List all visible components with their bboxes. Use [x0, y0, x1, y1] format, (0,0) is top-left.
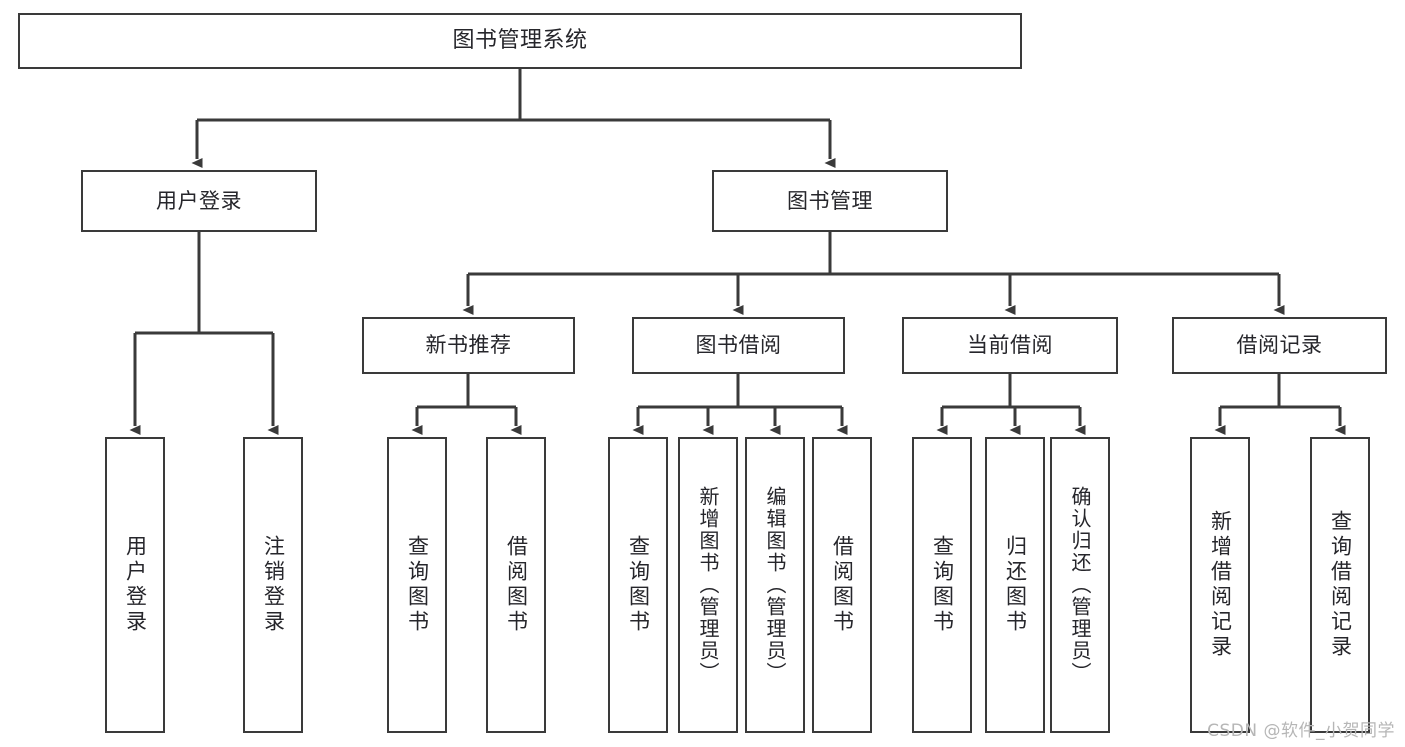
node-new-book-rec-label: 新书推荐: [425, 333, 512, 358]
leaf-query-book-label: 查询图书: [626, 535, 651, 635]
node-user-login-label: 用户登录: [156, 188, 242, 213]
leaf-add-borrow-record[interactable]: 新增借阅记录: [1190, 437, 1250, 733]
leaf-query-book-cur-label: 查询图书: [930, 535, 955, 635]
node-root-label: 图书管理系统: [452, 28, 588, 54]
leaf-add-borrow-record-label: 新增借阅记录: [1208, 510, 1233, 660]
node-book-borrow-label: 图书借阅: [695, 333, 782, 358]
node-root[interactable]: 图书管理系统: [18, 13, 1022, 69]
leaf-logout-login[interactable]: 注销登录: [243, 437, 303, 733]
leaf-borrow-book-rec-label: 借阅图书: [504, 535, 529, 635]
leaf-query-book-rec[interactable]: 查询图书: [387, 437, 447, 733]
leaf-borrow-book-rec[interactable]: 借阅图书: [486, 437, 546, 733]
node-borrow-record[interactable]: 借阅记录: [1172, 317, 1387, 374]
leaf-query-borrow-record-label: 查询借阅记录: [1328, 510, 1353, 660]
leaf-confirm-return-label: 确认归还（管理员）: [1068, 486, 1092, 684]
leaf-query-book-cur[interactable]: 查询图书: [912, 437, 972, 733]
leaf-return-book[interactable]: 归还图书: [985, 437, 1045, 733]
leaf-add-book-admin[interactable]: 新增图书（管理员）: [678, 437, 738, 733]
leaf-return-book-label: 归还图书: [1003, 535, 1028, 635]
leaf-logout-login-label: 注销登录: [261, 535, 286, 635]
leaf-add-book-admin-label: 新增图书（管理员）: [696, 486, 720, 684]
node-book-manage-label: 图书管理: [787, 188, 873, 213]
leaf-confirm-return[interactable]: 确认归还（管理员）: [1050, 437, 1110, 733]
node-current-borrow-label: 当前借阅: [967, 333, 1053, 358]
node-book-borrow[interactable]: 图书借阅: [632, 317, 845, 374]
leaf-borrow-book[interactable]: 借阅图书: [812, 437, 872, 733]
leaf-edit-book-admin-label: 编辑图书（管理员）: [763, 486, 787, 684]
node-user-login[interactable]: 用户登录: [81, 170, 317, 232]
leaf-borrow-book-label: 借阅图书: [830, 535, 855, 635]
leaf-user-login-label: 用户登录: [123, 535, 148, 635]
leaf-edit-book-admin[interactable]: 编辑图书（管理员）: [745, 437, 805, 733]
node-current-borrow[interactable]: 当前借阅: [902, 317, 1118, 374]
leaf-query-book[interactable]: 查询图书: [608, 437, 668, 733]
leaf-query-borrow-record[interactable]: 查询借阅记录: [1310, 437, 1370, 733]
node-borrow-record-label: 借阅记录: [1236, 333, 1323, 358]
node-new-book-rec[interactable]: 新书推荐: [362, 317, 575, 374]
leaf-user-login[interactable]: 用户登录: [105, 437, 165, 733]
node-book-manage[interactable]: 图书管理: [712, 170, 948, 232]
leaf-query-book-rec-label: 查询图书: [405, 535, 430, 635]
watermark: CSDN @软件_小贺同学: [1207, 721, 1395, 741]
